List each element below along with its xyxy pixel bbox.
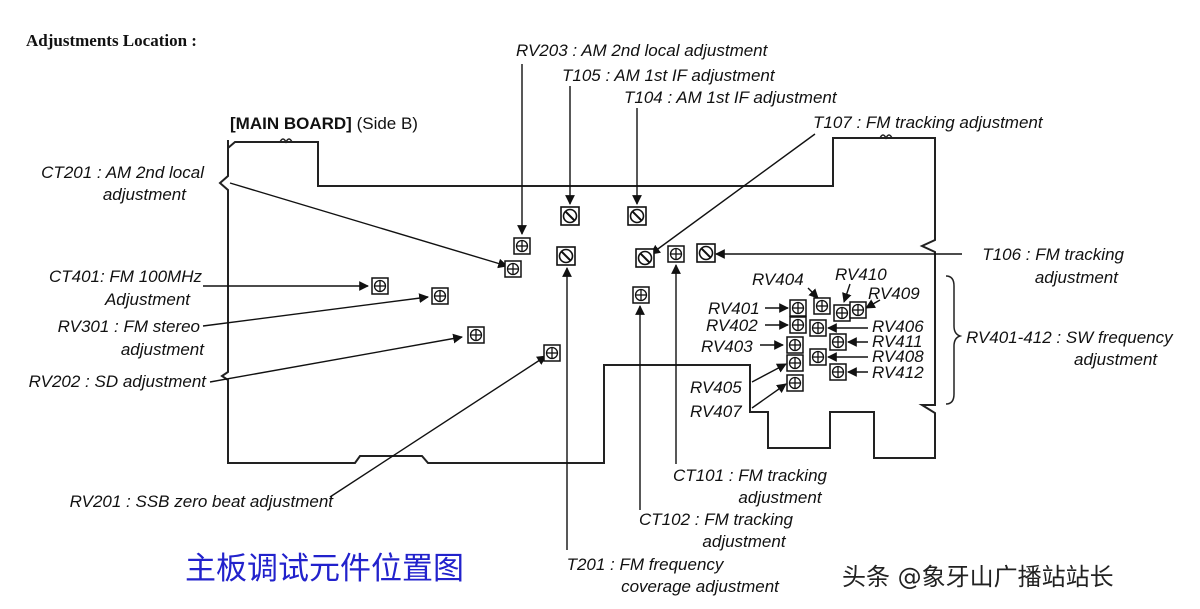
- label-rv203: RV203 : AM 2nd local adjustment: [516, 41, 768, 60]
- t106-pot-symbol: [696, 243, 716, 263]
- label-ct101-line1: CT101 : FM tracking: [673, 466, 827, 485]
- rv411-pot-symbol: [829, 333, 847, 351]
- sw-bracket: [945, 275, 963, 405]
- label-rv402: RV402: [706, 316, 758, 335]
- label-t106-line1: T106 : FM tracking: [982, 245, 1124, 264]
- label-ct401-line2: Adjustment: [104, 290, 190, 309]
- rv201-pot-symbol: [543, 344, 561, 362]
- label-rv408: RV408: [872, 347, 924, 366]
- label-sw-line2: adjustment: [1074, 350, 1158, 369]
- ct102-pot-symbol: [632, 286, 650, 304]
- ct201-pot-symbol: [504, 260, 522, 278]
- leader-rv409: [865, 299, 881, 309]
- ct101-pot-symbol: [667, 245, 685, 263]
- leader-rv201: [329, 355, 547, 498]
- label-sw-line1: RV401-412 : SW frequency: [966, 328, 1173, 347]
- rv410-pot-symbol: [833, 304, 851, 322]
- label-t106-line2: adjustment: [1034, 268, 1118, 287]
- diagram-caption: 主板调试元件位置图: [185, 551, 464, 587]
- label-ct201-line2: adjustment: [102, 185, 186, 204]
- label-t201-line1: T201 : FM frequency: [566, 555, 724, 574]
- rv409-pot-symbol: [849, 301, 867, 319]
- label-rv202: RV202 : SD adjustment: [28, 372, 206, 391]
- rv405-pot-symbol: [786, 354, 804, 372]
- label-t201-line2: coverage adjustment: [621, 577, 779, 596]
- board-side: (Side B): [356, 114, 418, 133]
- rv404-pot-symbol: [813, 297, 831, 315]
- label-rv401: RV401: [708, 299, 760, 318]
- leader-rv410: [842, 283, 852, 303]
- leader-rv202: [209, 333, 463, 383]
- label-t105: T105 : AM 1st IF adjustment: [562, 66, 775, 85]
- leader-t107: [650, 133, 816, 255]
- label-ct201-line1: CT201 : AM 2nd local: [41, 163, 204, 182]
- label-rv403: RV403: [701, 337, 753, 356]
- label-rv201: RV201 : SSB zero beat adjustment: [69, 492, 333, 511]
- label-rv411: RV411: [872, 332, 923, 351]
- label-rv405: RV405: [690, 378, 742, 397]
- label-t104: T104 : AM 1st IF adjustment: [624, 88, 837, 107]
- label-ct102-line1: CT102 : FM tracking: [639, 510, 793, 529]
- adjustments-location-header: Adjustments Location :: [26, 31, 197, 50]
- label-rv409: RV409: [868, 284, 920, 303]
- rv406-pot-symbol: [809, 319, 827, 337]
- t104-pot-symbol: [627, 206, 647, 226]
- rv402-pot-symbol: [789, 316, 807, 334]
- rv401-pot-symbol: [789, 299, 807, 317]
- board-notch: [279, 138, 293, 144]
- rv408-pot-symbol: [809, 348, 827, 366]
- ct401-pot-symbol: [371, 277, 389, 295]
- t105-pot-symbol: [560, 206, 580, 226]
- leader-rv405: [751, 363, 787, 383]
- main-board-outline: [218, 137, 936, 464]
- label-ct101-line2: adjustment: [738, 488, 822, 507]
- leader-rv404: [807, 287, 819, 299]
- rv203-pot-symbol: [513, 237, 531, 255]
- label-rv412: RV412: [872, 363, 924, 382]
- rv412-pot-symbol: [829, 363, 847, 381]
- board-name: [MAIN BOARD]: [230, 114, 352, 133]
- leader-rv407: [751, 383, 787, 409]
- label-ct102-line2: adjustment: [702, 532, 786, 551]
- watermark: 头条 @象牙山广播站站长: [842, 563, 1114, 591]
- label-rv406: RV406: [872, 317, 924, 336]
- label-rv410: RV410: [835, 265, 887, 284]
- board-notch: [879, 134, 893, 140]
- label-t107: T107 : FM tracking adjustment: [813, 113, 1043, 132]
- rv407-pot-symbol: [786, 374, 804, 392]
- label-rv301-line2: adjustment: [120, 340, 204, 359]
- label-rv404: RV404: [752, 270, 804, 289]
- rv202-pot-symbol: [467, 326, 485, 344]
- board-title: [MAIN BOARD] (Side B): [230, 114, 418, 134]
- t201-pot-symbol: [556, 246, 576, 266]
- leader-rv301: [202, 293, 429, 327]
- label-rv301-line1: RV301 : FM stereo: [57, 317, 200, 336]
- leader-ct201: [229, 182, 508, 269]
- rv403-pot-symbol: [786, 336, 804, 354]
- rv301-pot-symbol: [431, 287, 449, 305]
- t107-pot-symbol: [635, 248, 655, 268]
- label-ct401-line1: CT401: FM 100MHz: [48, 267, 202, 286]
- label-rv407: RV407: [690, 402, 742, 421]
